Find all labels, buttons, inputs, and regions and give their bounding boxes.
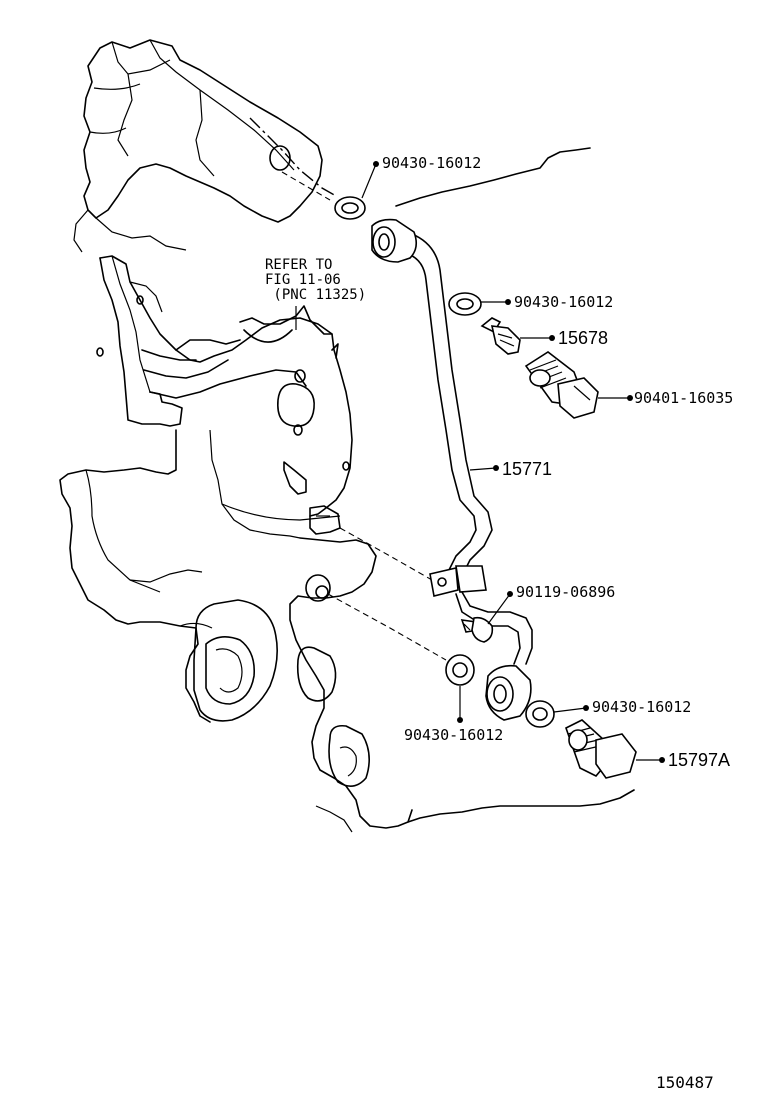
refer-note-line-3: (PNC 11325): [265, 287, 367, 303]
lower-housing-details: [296, 574, 370, 833]
part-label-clamp-bolt[interactable]: 90119-06896: [516, 583, 616, 601]
engine-block-outline: [59, 429, 635, 829]
figure-code: 150487: [656, 1073, 714, 1092]
washer-lower-right-shape: [525, 700, 555, 728]
oil-pipe-shape: [371, 218, 533, 721]
refer-note: REFER TO FIG 11-06 (PNC 11325): [265, 258, 366, 303]
top-right-boundary: [395, 147, 591, 207]
washer-upper-right-shape: [448, 292, 482, 316]
centerline-top: [249, 117, 337, 197]
union-bolt-bottom-shape: [565, 719, 637, 779]
refer-note-line-2: FIG 11-06: [265, 272, 341, 288]
dashed-guide-top: [281, 171, 331, 201]
dashed-guide-lower: [327, 593, 447, 661]
part-label-sensor[interactable]: 15678: [558, 328, 609, 348]
part-label-union-bolt-bottom[interactable]: 15797A: [668, 750, 731, 770]
washer-lower-left-shape: [445, 654, 475, 686]
dashed-guide-clamp: [339, 527, 433, 581]
clamp-bolt-shape: [460, 616, 494, 643]
union-bolt-top-shape: [524, 351, 599, 419]
part-label-washer-lower-right[interactable]: 90430-16012: [592, 698, 692, 716]
leader-lines: [295, 161, 665, 763]
part-label-union-bolt-top[interactable]: 90401-16035: [634, 389, 734, 407]
sensor-shape: [480, 317, 521, 355]
part-label-washer-upper-right[interactable]: 90430-16012: [514, 293, 614, 311]
part-label-washer-top[interactable]: 90430-16012: [382, 154, 482, 172]
crank-pulley: [193, 599, 278, 722]
refer-note-line-1: REFER TO: [265, 257, 333, 273]
upper-housing-outline: [73, 39, 323, 253]
part-label-washer-lower-left[interactable]: 90430-16012: [404, 726, 504, 744]
part-label-oil-pipe[interactable]: 15771: [502, 459, 553, 479]
washer-top-shape: [334, 196, 366, 220]
